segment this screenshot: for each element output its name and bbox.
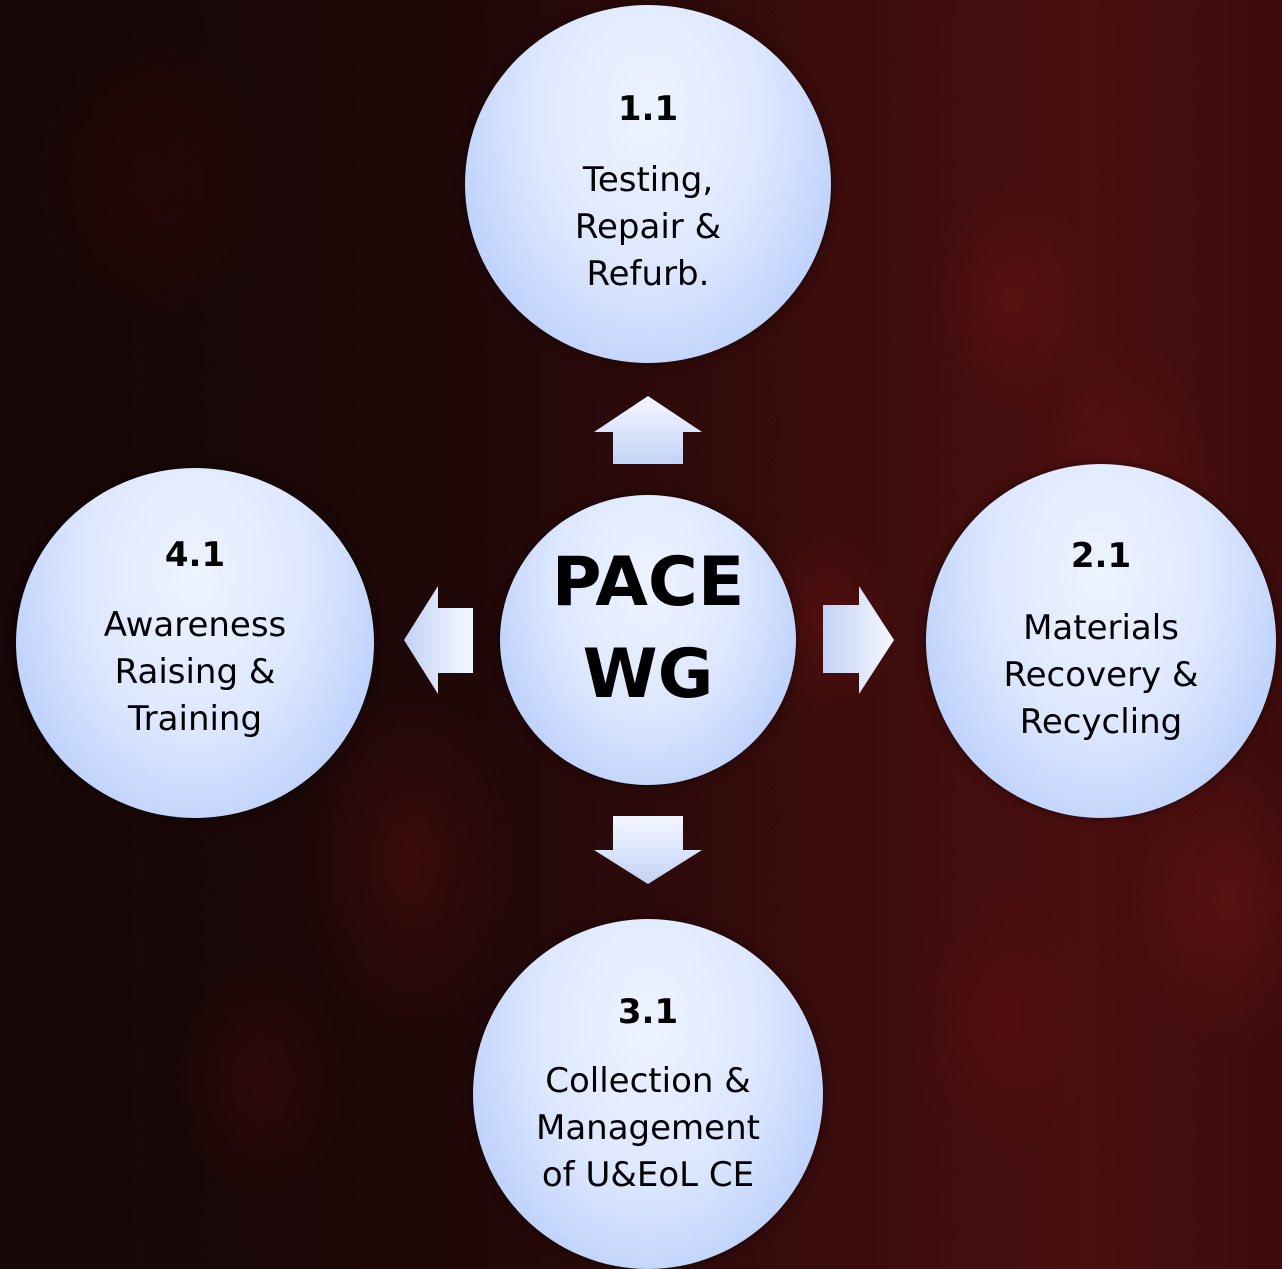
node-label: Collection & Management of U&EoL CE — [483, 1058, 813, 1199]
center-title-line1: PACE — [551, 543, 745, 622]
node-label-line: Recovery & — [1003, 655, 1199, 695]
node-label-line: Materials — [1023, 608, 1179, 648]
node-number: 1.1 — [617, 89, 679, 129]
node-label: Testing, Repair & Refurb. — [475, 157, 821, 298]
node-label-line: Collection & — [545, 1061, 751, 1101]
arrow-left-icon — [404, 586, 473, 694]
arrow-down-icon — [594, 816, 702, 884]
node-2-1-materials-recovery: 2.1 Materials Recovery & Recycling — [926, 464, 1276, 818]
node-1-1-testing-repair: 1.1 Testing, Repair & Refurb. — [465, 5, 831, 363]
node-label-line: Testing, — [582, 160, 714, 200]
node-label-line: Repair & — [574, 207, 722, 247]
node-label-line: Awareness — [103, 605, 287, 645]
node-label-line: of U&EoL CE — [541, 1155, 755, 1195]
node-label-line: Management — [536, 1108, 760, 1148]
node-label: Awareness Raising & Training — [26, 602, 364, 743]
node-label: Materials Recovery & Recycling — [936, 605, 1266, 746]
center-node-pace-wg: PACE WG — [500, 495, 796, 785]
node-number: 2.1 — [1070, 536, 1132, 576]
node-3-1-collection-management: 3.1 Collection & Management of U&EoL CE — [473, 919, 823, 1269]
node-number: 3.1 — [617, 992, 679, 1032]
center-title-line2: WG — [582, 635, 714, 714]
node-number: 4.1 — [164, 535, 226, 575]
arrow-right-icon — [823, 586, 894, 694]
node-label-line: Refurb. — [586, 254, 710, 294]
node-label-line: Training — [127, 699, 263, 739]
node-label-line: Raising & — [114, 652, 276, 692]
node-label-line: Recycling — [1019, 702, 1183, 742]
node-4-1-awareness-training: 4.1 Awareness Raising & Training — [16, 468, 374, 818]
arrow-up-icon — [594, 396, 702, 464]
